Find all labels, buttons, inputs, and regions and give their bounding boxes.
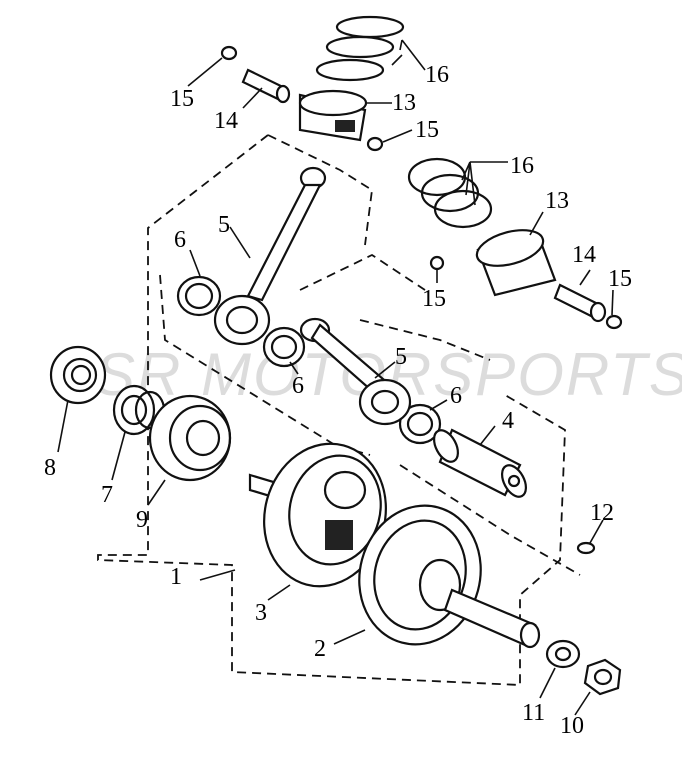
callout-16-right: 16 <box>510 153 534 179</box>
piston-right <box>475 229 557 297</box>
crankshaft-left-half <box>248 442 387 588</box>
thrust-washer-right <box>398 403 442 445</box>
callout-2: 2 <box>314 636 326 662</box>
woodruff-key <box>576 541 596 555</box>
callout-10: 10 <box>560 713 584 739</box>
callout-13-upper: 13 <box>392 90 416 116</box>
connecting-rod-upper <box>213 166 327 346</box>
callout-11: 11 <box>522 700 545 726</box>
callout-6-right: 6 <box>450 383 462 409</box>
leader-lines <box>57 39 614 716</box>
callout-5-lower: 5 <box>395 344 407 370</box>
callout-16-upper: 16 <box>425 62 449 88</box>
piston-pin-clip-right <box>605 314 623 330</box>
callout-13-right: 13 <box>545 188 569 214</box>
callout-1: 1 <box>170 564 182 590</box>
crankshaft-right-half <box>358 504 541 649</box>
piston-rings-upper <box>315 15 405 82</box>
callout-6-left: 6 <box>174 227 186 253</box>
callout-15-center: 15 <box>422 286 446 312</box>
callout-7: 7 <box>101 482 113 508</box>
callout-15-right: 15 <box>608 266 632 292</box>
callout-12: 12 <box>590 500 614 526</box>
piston-pin-upper <box>241 68 291 104</box>
thrust-washer-center <box>262 326 306 368</box>
callout-5-upper: 5 <box>218 212 230 238</box>
callout-15-upper-right: 15 <box>415 117 439 143</box>
callout-3: 3 <box>255 600 267 626</box>
callout-4: 4 <box>502 408 514 434</box>
piston-pin-right <box>553 283 607 323</box>
callout-14-right: 14 <box>572 242 596 268</box>
callout-6-center: 6 <box>292 373 304 399</box>
connecting-rod-lower <box>299 317 412 426</box>
lock-washer <box>545 639 581 669</box>
thrust-washer-left <box>176 275 222 317</box>
ball-bearing <box>148 394 232 482</box>
crank-pin <box>432 428 528 498</box>
crankshaft-nut <box>583 658 622 696</box>
callout-14-upper: 14 <box>214 108 238 134</box>
assembly-outline <box>97 134 581 686</box>
callout-15-upper-left: 15 <box>170 86 194 112</box>
oil-seal <box>49 345 107 405</box>
piston-pin-clip-center <box>429 255 445 271</box>
callout-labels: 1 2 3 4 5 5 6 6 6 7 8 9 10 11 12 13 13 1… <box>44 62 632 739</box>
piston-pin-clip-upper <box>220 45 238 61</box>
callout-9: 9 <box>136 507 148 533</box>
piston-rings-right <box>407 157 493 229</box>
callout-8: 8 <box>44 455 56 481</box>
piston-pin-clip-upper-right <box>366 136 384 152</box>
piston-upper <box>298 89 368 142</box>
